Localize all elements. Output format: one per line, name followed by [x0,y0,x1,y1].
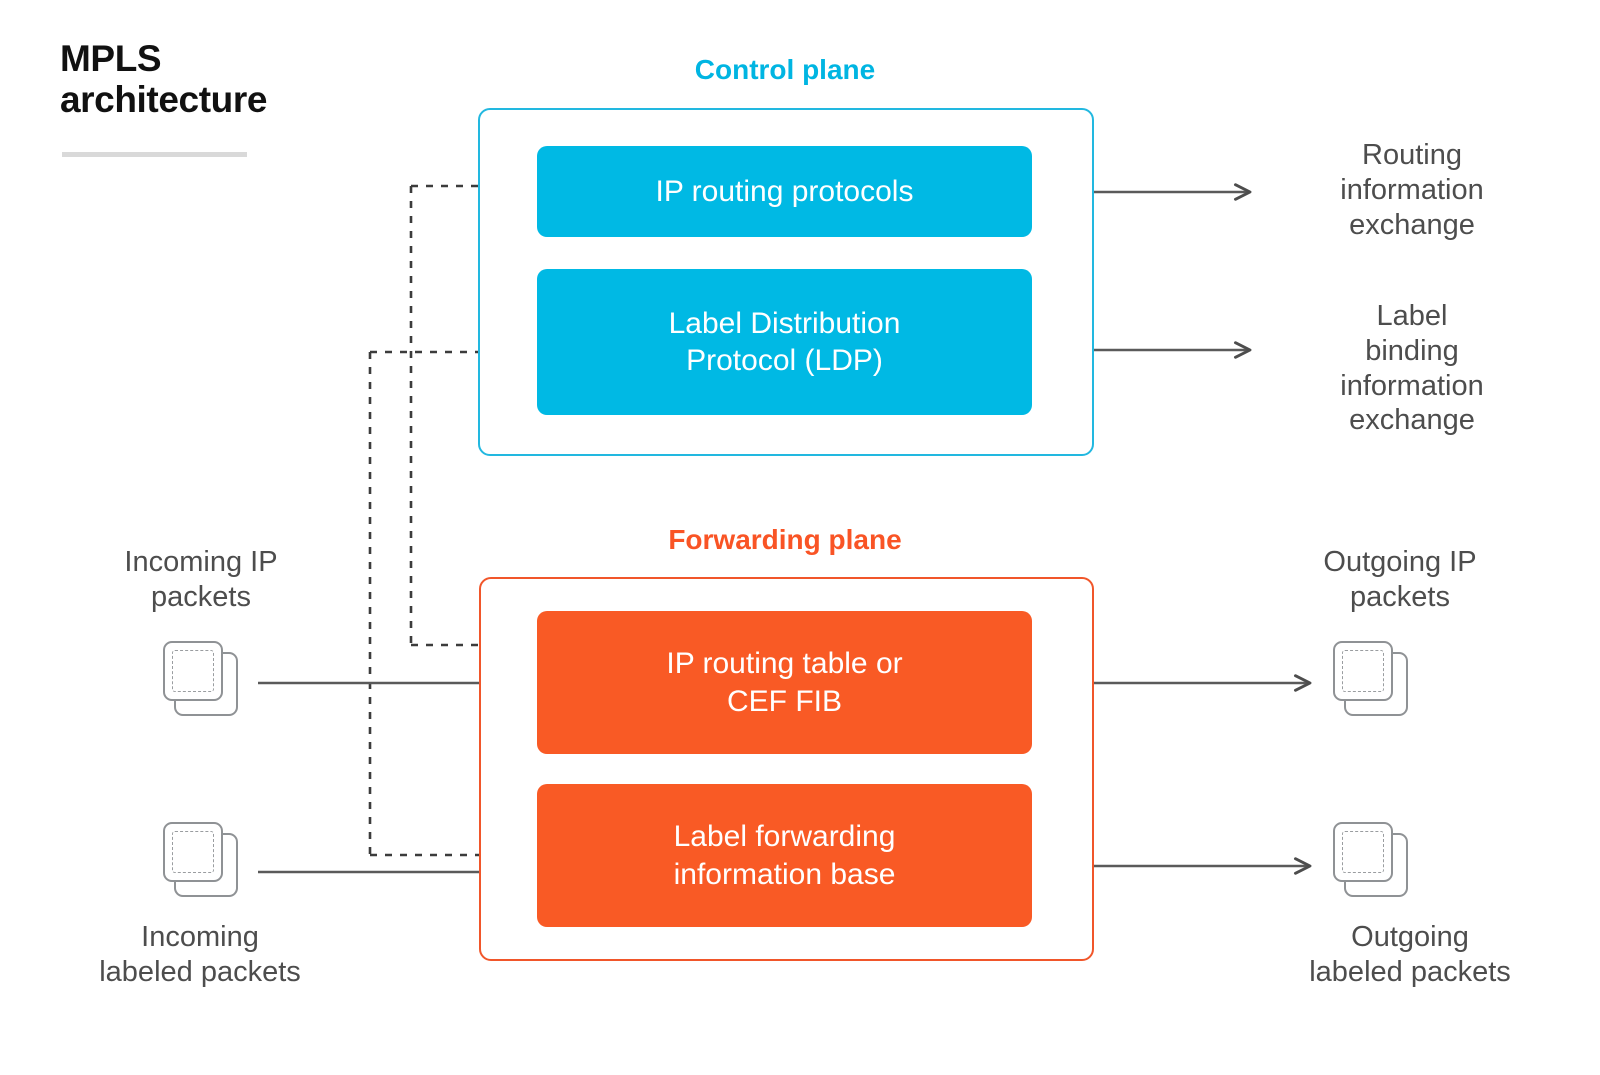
incoming-ip-packet-stack-icon [163,641,241,719]
component-ip-routing-protocols[interactable]: IP routing protocols [537,146,1032,237]
label-label-binding-information-exchange: Label binding information exchange [1340,300,1484,437]
component-ip-routing-table-or-cef-fib[interactable]: IP routing table or CEF FIB [537,611,1032,754]
incoming-labeled-packet-stack-icon [163,822,241,900]
label-outgoing-labeled-packets: Outgoing labeled packets [1309,921,1511,988]
title-underline-rule [62,152,247,157]
label-outgoing-ip-packets: Outgoing IP packets [1323,546,1477,613]
forwarding-plane-caption: Forwarding plane [668,524,902,555]
packet-front-sheet [1333,641,1393,701]
outgoing-labeled-packet-stack-icon [1333,822,1411,900]
component-label-forwarding-information-base[interactable]: Label forwarding information base [537,784,1032,927]
outgoing-ip-packet-stack-icon [1333,641,1411,719]
label-incoming-labeled-packets: Incoming labeled packets [99,921,301,988]
label-routing-information-exchange: Routing information exchange [1340,139,1484,241]
label-incoming-ip-packets: Incoming IP packets [124,546,278,613]
packet-front-sheet [163,822,223,882]
packet-front-sheet [1333,822,1393,882]
component-label-distribution-protocol[interactable]: Label Distribution Protocol (LDP) [537,269,1032,415]
page-title: MPLS architecture [60,38,268,121]
control-plane-caption: Control plane [694,54,876,85]
packet-front-sheet [163,641,223,701]
